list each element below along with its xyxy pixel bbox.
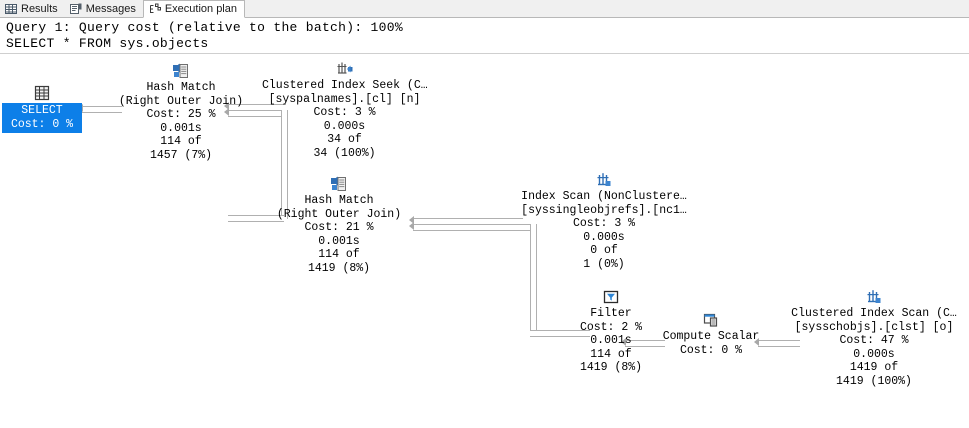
hash-match-2-cost: Cost: 21 % xyxy=(304,221,374,234)
arrow-hashmatch2-bottom-input xyxy=(409,222,414,230)
filter-cost: Cost: 2 % xyxy=(579,320,643,334)
compute-scalar-title: Compute Scalar xyxy=(662,330,760,343)
hash-match-2-subtitle: (Right Outer Join) xyxy=(276,207,402,221)
index-scan-icon xyxy=(510,167,698,189)
arrow-hashmatch1-bottom-input xyxy=(224,108,229,116)
hash-match-1-rows-estimated: 1457 (7%) xyxy=(149,148,213,162)
clustered-index-scan-title: Clustered Index Scan (C… xyxy=(791,307,957,320)
clustered-index-scan-duration: 0.000s xyxy=(853,347,895,361)
hash-match-1-cost: Cost: 25 % xyxy=(146,108,216,121)
hash-match-1-title: Hash Match xyxy=(146,81,216,94)
connector-hashmatch1-vertical xyxy=(281,110,288,219)
plan-node-clustered-index-seek[interactable]: Clustered Index Seek (C… [syspalnames].[… xyxy=(262,56,428,160)
clustered-index-scan-cost: Cost: 47 % xyxy=(839,334,909,347)
arrow-filter-input xyxy=(621,338,626,346)
query-cost-line: Query 1: Query cost (relative to the bat… xyxy=(6,20,403,35)
clustered-index-seek-rows-actual: 34 of xyxy=(327,133,362,146)
plan-node-clustered-index-scan[interactable]: Clustered Index Scan (C… [sysschobjs].[c… xyxy=(784,284,964,388)
index-scan-subtitle: [syssingleobjrefs].[nc1… xyxy=(521,203,687,217)
query-cost-header: Query 1: Query cost (relative to the bat… xyxy=(0,18,969,54)
select-node-title: SELECT xyxy=(21,104,63,117)
query-text-line: SELECT * FROM sys.objects xyxy=(6,36,209,51)
plan-node-hash-match-1[interactable]: Hash Match (Right Outer Join) Cost: 25 %… xyxy=(108,58,254,162)
index-scan-cost: Cost: 3 % xyxy=(572,217,636,230)
grid-icon xyxy=(5,3,17,15)
clustered-index-seek-duration: 0.000s xyxy=(323,119,366,133)
tab-messages[interactable]: Messages xyxy=(65,0,143,18)
hash-match-1-subtitle: (Right Outer Join) xyxy=(118,94,244,108)
hash-match-icon xyxy=(266,171,412,193)
tab-results[interactable]: Results xyxy=(0,0,65,18)
hash-match-2-title: Hash Match xyxy=(304,194,374,207)
index-scan-rows-actual: 0 of xyxy=(590,244,618,257)
index-scan-duration: 0.000s xyxy=(583,230,625,244)
connector-hashmatch2-vertical xyxy=(530,224,537,334)
plan-node-index-scan[interactable]: Index Scan (NonClustere… [syssingleobjre… xyxy=(510,167,698,271)
hash-match-1-duration: 0.001s xyxy=(160,121,202,135)
select-node-textbox: SELECT Cost: 0 % xyxy=(2,103,82,133)
clustered-index-scan-rows-actual: 1419 of xyxy=(849,361,899,374)
connector-filter-computescalar xyxy=(625,340,665,347)
index-scan-title: Index Scan (NonClustere… xyxy=(521,190,687,203)
messages-icon xyxy=(69,3,82,15)
plan-node-compute-scalar[interactable]: Compute Scalar Cost: 0 % xyxy=(640,307,782,357)
tab-execution-plan[interactable]: Execution plan xyxy=(142,0,245,18)
arrow-computescalar-input xyxy=(754,338,759,346)
tab-messages-label: Messages xyxy=(85,3,136,15)
tab-execution-plan-label: Execution plan xyxy=(164,3,237,15)
filter-rows-estimated: 1419 (8%) xyxy=(579,361,643,374)
clustered-index-scan-rows-estimated: 1419 (100%) xyxy=(836,374,912,388)
clustered-index-scan-subtitle: [sysschobjs].[clst] [o] xyxy=(794,320,954,334)
connector-computescalar-ciscan xyxy=(758,340,800,347)
index-scan-rows-estimated: 1 (0%) xyxy=(583,257,625,271)
filter-duration: 0.001s xyxy=(590,334,632,347)
clustered-index-seek-rows-estimated: 34 (100%) xyxy=(313,146,376,160)
tab-results-label: Results xyxy=(21,3,58,15)
hash-match-1-rows-actual: 114 of xyxy=(160,135,202,148)
hash-match-2-rows-actual: 114 of xyxy=(318,248,360,261)
results-pane-tab-strip: Results Messages Execution plan xyxy=(0,0,969,18)
execution-plan-canvas[interactable]: SELECT Cost: 0 % Hash Match (Right Outer… xyxy=(0,55,969,428)
clustered-index-scan-icon xyxy=(784,284,964,306)
clustered-index-seek-subtitle: [syspalnames].[cl] [n] xyxy=(268,92,421,106)
clustered-index-seek-title: Clustered Index Seek (C… xyxy=(262,79,428,92)
plan-node-filter[interactable]: Filter Cost: 2 % 0.001s 114 of 1419 (8%) xyxy=(546,284,676,375)
select-result-icon xyxy=(2,80,82,102)
clustered-index-seek-icon xyxy=(262,56,427,78)
connector-vertical-to-hashmatch2 xyxy=(228,215,284,222)
plan-node-select[interactable]: SELECT Cost: 0 % xyxy=(2,80,82,133)
connector-hashmatch2-lower-stub xyxy=(413,224,533,231)
arrow-hashmatch2-top-input xyxy=(409,216,414,224)
connector-hashmatch1-lower-stub xyxy=(228,110,284,117)
connector-vertical-to-filter xyxy=(530,330,590,337)
hash-match-2-duration: 0.001s xyxy=(318,234,360,248)
filter-title: Filter xyxy=(590,307,632,320)
arrow-hashmatch1-top-input xyxy=(224,102,229,110)
compute-scalar-cost: Cost: 0 % xyxy=(679,343,743,357)
compute-scalar-icon xyxy=(640,307,782,329)
hash-match-2-rows-estimated: 1419 (8%) xyxy=(307,261,371,275)
plan-node-hash-match-2[interactable]: Hash Match (Right Outer Join) Cost: 21 %… xyxy=(266,171,412,275)
filter-icon xyxy=(546,284,676,306)
clustered-index-seek-cost: Cost: 3 % xyxy=(313,106,376,119)
execution-plan-icon xyxy=(149,3,161,15)
hash-match-icon xyxy=(108,58,254,80)
select-node-cost: Cost: 0 % xyxy=(10,117,74,131)
filter-rows-actual: 114 of xyxy=(590,347,632,361)
connector-select-hashmatch1 xyxy=(82,106,122,113)
